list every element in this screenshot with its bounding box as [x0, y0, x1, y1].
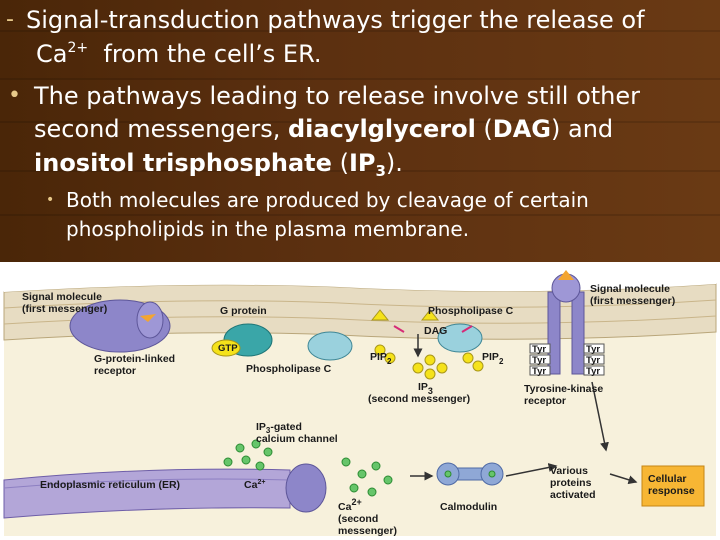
various-proteins-label-3: activated [550, 489, 596, 501]
svg-text:Tyr: Tyr [532, 366, 546, 377]
signal-molecule-right [558, 270, 574, 280]
ca-note-label-2: messenger) [338, 525, 397, 537]
ip3-gated-channel-label-1: IP3-gated [256, 421, 302, 435]
bullet1-line1: Signal-transduction pathways trigger the… [26, 6, 645, 34]
dag-molecule [370, 309, 390, 321]
ip3-molecule [412, 362, 424, 374]
ca-second-messenger-label: Ca2+ [338, 497, 362, 513]
pathway-diagram: GTP Tyr Tyr Tyr Tyr Tyr Tyr [3, 266, 717, 537]
dag-label: DAG [424, 325, 447, 337]
bullet2-line2: second messengers, diacylglycerol (DAG) … [34, 115, 614, 143]
endoplasmic-reticulum [3, 468, 291, 519]
g-protein-linked-receptor-label-1: G-protein-linked [94, 353, 175, 365]
bullet-marker: • [8, 83, 21, 108]
ip3-second-messenger-label: (second messenger) [368, 393, 470, 405]
pip2-left-label: PIP2 [370, 351, 392, 366]
signal-pathway-figure: GTP Tyr Tyr Tyr Tyr Tyr Tyr [0, 262, 720, 540]
sub-bullet-marker: • [46, 192, 55, 208]
signal-molecule-left-label-1: Signal molecule [22, 291, 102, 303]
sub-bullet-line1: Both molecules are produced by cleavage … [66, 188, 589, 212]
phospholipase-c-left [307, 331, 353, 361]
signal-molecule-left [140, 314, 156, 322]
gtp-label: GTP [218, 343, 238, 354]
sub-bullet-line2: phospholipids in the plasma membrane. [66, 217, 470, 241]
tyrosine-kinase-receptor-label-2: receptor [524, 395, 566, 407]
tyr-labels-left: Tyr Tyr Tyr [529, 343, 551, 377]
tyrosine-kinase-receptor-label-1: Tyrosine-kinase [524, 383, 603, 395]
cellular-response-label-2: response [648, 485, 695, 497]
g-protein-linked-receptor-label-2: receptor [94, 365, 136, 377]
g-protein-label: G protein [220, 305, 267, 317]
slide-text: - Signal-transduction pathways trigger t… [0, 0, 720, 260]
calcium-ions [223, 439, 393, 497]
svg-text:Tyr: Tyr [532, 344, 546, 355]
pip2-left-molecule [374, 344, 386, 356]
signal-molecule-right-label-2: (first messenger) [590, 295, 675, 307]
ip3-gated-calcium-channel [285, 463, 327, 513]
bullet2-line3: inositol trisphosphate (IP3). [34, 149, 403, 180]
calmodulin-label: Calmodulin [440, 501, 497, 513]
phospholipase-c-top-label: Phospholipase C [428, 305, 514, 317]
phospholipase-c-right [437, 323, 483, 353]
svg-text:Tyr: Tyr [586, 366, 600, 377]
ip3-label: IP3 [418, 381, 433, 396]
various-proteins-label-2: proteins [550, 477, 592, 489]
bullet2-line1: The pathways leading to release involve … [34, 82, 640, 110]
signal-molecule-left-label-2: (first messenger) [22, 303, 107, 315]
cellular-response-box [641, 465, 705, 507]
ca-note-label-1: (second [338, 513, 378, 525]
svg-text:Tyr: Tyr [586, 355, 600, 366]
pip2-right-molecule [462, 352, 474, 364]
signal-molecule-right-label-1: Signal molecule [590, 283, 670, 295]
svg-text:Tyr: Tyr [532, 355, 546, 366]
ca-small-label: Ca2+ [244, 479, 265, 491]
phospholipase-c-mid-label: Phospholipase C [246, 363, 332, 375]
slide-background [0, 0, 720, 262]
bullet-marker: - [6, 7, 14, 32]
various-proteins-label-1: Various [550, 465, 588, 477]
tyr-labels-right: Tyr Tyr Tyr [583, 343, 605, 377]
endoplasmic-reticulum-label: Endoplasmic reticulum (ER) [40, 479, 180, 491]
gtp-badge [211, 339, 241, 357]
cellular-response-label-1: Cellular [648, 473, 687, 485]
pip2-right-label: PIP2 [482, 351, 504, 366]
tyrosine-kinase-receptor-right [571, 291, 585, 375]
ip3-gated-channel-label-2: calcium channel [256, 433, 338, 445]
svg-text:Tyr: Tyr [586, 344, 600, 355]
bullet1-line2: Ca2+ from the cell’s ER. [36, 40, 322, 68]
